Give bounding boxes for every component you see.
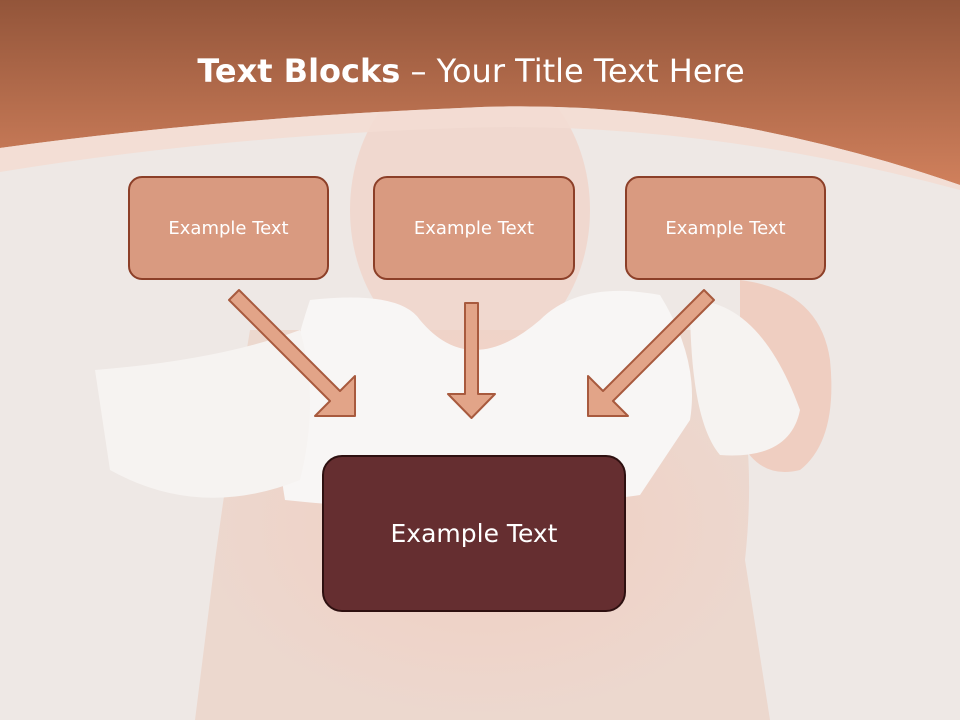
text-block-1[interactable]: Example Text [128, 176, 329, 280]
header-swoosh [0, 106, 960, 190]
header-band [0, 0, 960, 185]
title-rest: Your Title Text Here [436, 52, 745, 90]
title-separator: – [400, 52, 437, 90]
main-text-block[interactable]: Example Text [322, 455, 626, 612]
title-bold: Text Blocks [197, 52, 401, 90]
text-block-2[interactable]: Example Text [373, 176, 575, 280]
slide-title: Text Blocks – Your Title Text Here [0, 52, 942, 90]
text-block-3[interactable]: Example Text [625, 176, 826, 280]
